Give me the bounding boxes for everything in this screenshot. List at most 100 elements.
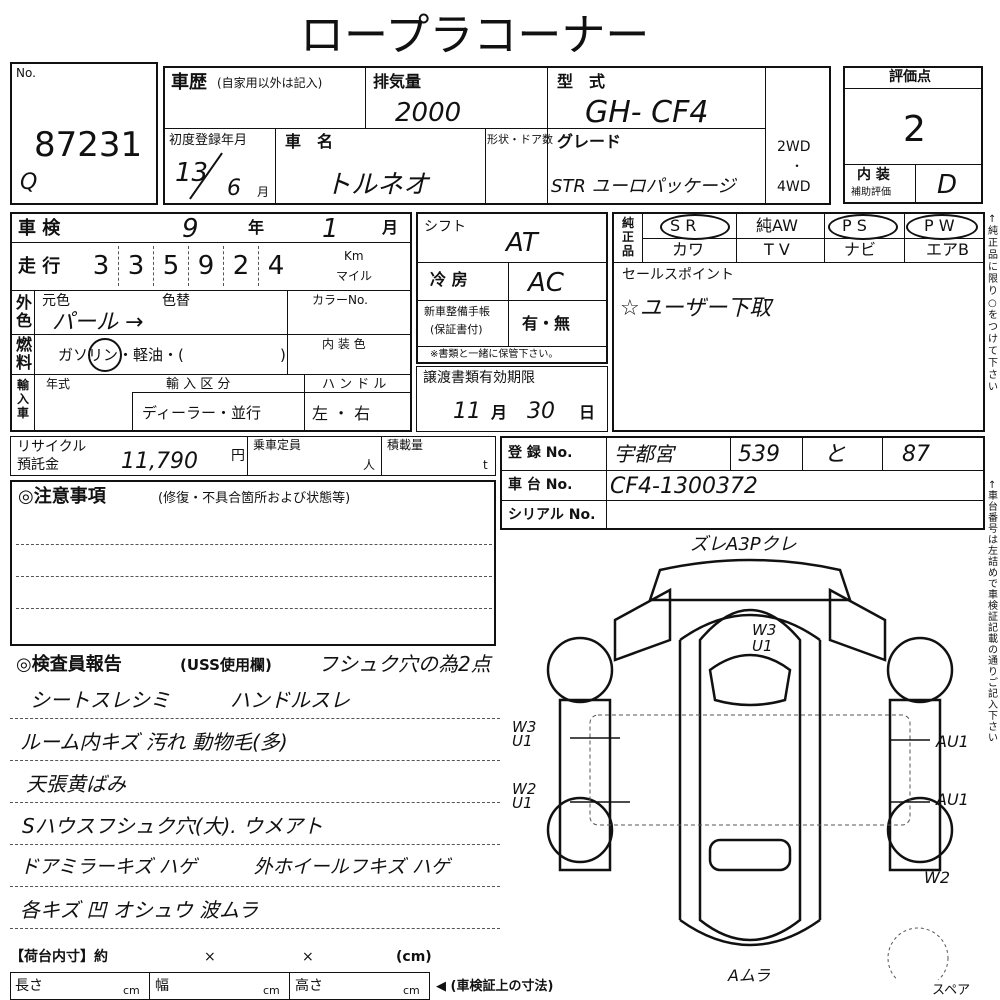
notes-block: ◎注意事項 (修復・不具合箇所および状態等)	[10, 480, 496, 646]
color-change-label: 色替	[162, 293, 190, 309]
shift-value: AT	[506, 228, 538, 258]
import-type-label: 輸 入 区 分	[166, 377, 231, 392]
cargo-label: 【荷台内寸】約	[10, 949, 108, 965]
seats-unit: 人	[363, 458, 376, 472]
chassis-value: CF4-1300372	[610, 474, 758, 499]
seats-label: 乗車定員	[253, 438, 302, 452]
mileage-digit: 9	[189, 246, 224, 286]
option-airbag: エアB	[926, 240, 969, 259]
inspection-year-unit: 年	[248, 218, 265, 237]
recycle-block: リサイクル 預託金 11,790 円 乗車定員 人 積載量 t	[10, 436, 496, 476]
grade-label: グレード	[557, 132, 622, 151]
car-name-value: トルネオ	[325, 170, 430, 200]
mileage-unit-km: Km	[344, 249, 364, 263]
recycle-unit: 円	[231, 448, 245, 464]
diagram-right1: AU1	[936, 732, 969, 751]
option-aw: 純AW	[756, 216, 798, 235]
handle-label: ハ ン ド ル	[322, 377, 387, 392]
sales-value: ☆ユーザー下取	[620, 296, 772, 321]
options-block: 純正品 S R 純AW P S P W カワ T V ナビ エアB セールスポイ…	[612, 212, 985, 432]
inspector-sub: (USS使用欄)	[180, 656, 272, 674]
inspector-line: ドアミラーキズ ハゲ 外ホイールフキズ ハゲ	[20, 856, 450, 878]
reg-area: 宇都宮	[614, 442, 674, 466]
notes-title: ◎注意事項	[18, 486, 106, 507]
cargo-unit: (cm)	[396, 949, 432, 965]
lot-no-label: No.	[16, 66, 36, 80]
model-value: GH- CF4	[585, 95, 709, 130]
manual-label2: (保証書付)	[430, 323, 483, 336]
inspector-first: フシュク穴の為2点	[318, 652, 491, 676]
import-type-options: ディーラー・並行	[142, 404, 261, 422]
transfer-day-unit: 日	[579, 403, 596, 422]
interior-value: D	[937, 170, 958, 200]
diagram-roof-note: W3 U1	[752, 621, 777, 655]
transfer-label: 譲渡書類有効期限	[423, 370, 535, 386]
fuel-close: )	[280, 346, 286, 364]
color-code-label: カラーNo.	[312, 293, 368, 307]
car-name-label: 車 名	[285, 132, 334, 151]
lot-box: No. 87231 Q	[10, 62, 158, 205]
aircon-label: 冷 房	[430, 270, 468, 289]
color-side-label: 外色	[16, 293, 33, 330]
inspection-block: 車 検 9 年 1 月 走 行 3 3 5 9 2 4 Km マイル 外色 元色…	[10, 212, 412, 432]
mileage-unit-mile: マイル	[336, 269, 373, 283]
lot-number: 87231	[34, 125, 143, 165]
first-reg-year: 13	[175, 158, 209, 188]
option-leather: カワ	[672, 240, 705, 259]
diagram-top-note: ズレA3Pクレ	[690, 534, 797, 555]
drive-2wd: 2WD	[777, 139, 811, 155]
transfer-block: 譲渡書類有効期限 11 月 30 日	[416, 366, 608, 432]
score-box: 評価点 2 内 装 補助評価 D	[843, 66, 983, 204]
cargo-x2: ×	[302, 949, 314, 965]
diagram-left1: W3 U1	[512, 718, 537, 750]
serial-label: シリアル No.	[508, 507, 596, 523]
load-unit: t	[483, 458, 488, 472]
displacement-value: 2000	[395, 98, 462, 128]
fuel-side-label: 燃料	[16, 335, 33, 372]
mileage-digit: 4	[267, 251, 285, 281]
inspector-title: ◎検査員報告	[16, 654, 122, 675]
aircon-value: AC	[528, 268, 564, 298]
diagram-bottom: Aムラ	[728, 966, 771, 985]
color-orig-label: 元色	[42, 293, 70, 309]
shift-block: シフト AT 冷 房 AC 新車整備手帳 (保証書付) 有・無 ※書類と一緒に保…	[416, 212, 608, 364]
options-side-label: 純正品	[622, 216, 635, 258]
chassis-label: 車 台 No.	[508, 477, 573, 493]
score-value: 2	[903, 109, 926, 150]
drive-4wd: 4WD	[777, 179, 811, 195]
inspector-lines: シートスレシミ ハンドルスレ ルーム内キズ 汚れ 動物毛(多) 天張黄ばみ Sハ…	[10, 686, 500, 936]
transfer-month-unit: 月	[491, 403, 508, 422]
option-navi: ナビ	[844, 240, 877, 259]
recycle-value: 11,790	[121, 449, 198, 474]
circle-pw	[906, 214, 978, 240]
interior-sub: 補助評価	[851, 187, 891, 198]
reg-last: 87	[902, 442, 930, 467]
car-diagram	[546, 558, 954, 980]
transfer-day: 30	[527, 399, 555, 424]
import-year-label: 年式	[46, 377, 71, 391]
reg-kana: と	[824, 442, 847, 467]
import-side-label: 輸入車	[17, 378, 30, 420]
cargo-x1: ×	[204, 949, 216, 965]
inspector-line: 各キズ 凹 オシュウ 波ムラ	[20, 898, 259, 922]
diagram-left2: W2 U1	[512, 780, 537, 812]
model-label: 型 式	[557, 72, 606, 91]
interior-label: 内 装	[857, 167, 890, 183]
shift-label: シフト	[424, 219, 466, 235]
inspector-line: Sハウスフシュク穴(大). ウメアト	[22, 814, 324, 838]
color-value: パール →	[52, 310, 144, 335]
right-note-options: ↑純正品に限り○をつけて下さい	[988, 214, 998, 393]
notes-sub: (修復・不具合箇所および状態等)	[158, 491, 351, 506]
sales-label: セールスポイント	[622, 267, 734, 283]
first-reg-month-unit: 月	[257, 185, 270, 199]
first-reg-month: 6	[227, 176, 241, 201]
lot-mark: Q	[20, 170, 38, 195]
diagram-spare: スペア	[932, 983, 971, 998]
recycle-label1: リサイクル	[17, 439, 87, 455]
right-note-chassis: ↑車台番号は左詰めで車検証記載の通りご記入下さい	[988, 480, 998, 744]
recycle-label2: 預託金	[17, 457, 59, 473]
circle-sr	[660, 214, 730, 240]
reg-label: 登 録 No.	[508, 445, 573, 461]
mileage-digit: 2	[224, 246, 259, 286]
handle-options: 左 ・ 右	[312, 404, 371, 423]
